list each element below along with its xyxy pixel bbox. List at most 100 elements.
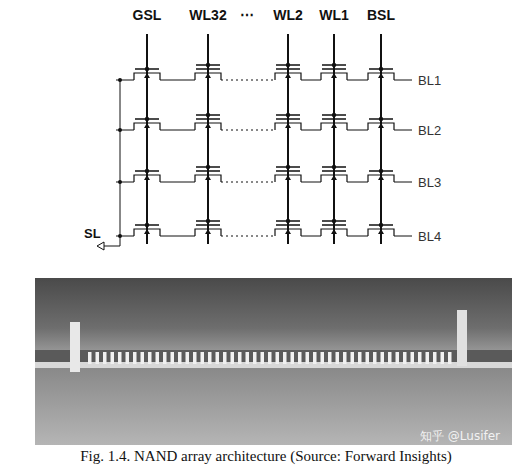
source-line: [104, 246, 120, 247]
wire: [394, 182, 412, 183]
wire: [120, 236, 134, 237]
sem-cell: [306, 352, 310, 364]
sem-cell: [403, 352, 407, 364]
gate-label: WL1: [319, 8, 349, 22]
sem-cell: [163, 352, 167, 364]
wire: [301, 182, 321, 183]
wire: [301, 80, 321, 81]
sem-cell: [246, 352, 250, 364]
wire: [394, 80, 412, 81]
sem-cell: [276, 352, 280, 364]
sem-cell: [396, 352, 400, 364]
wire: [347, 130, 368, 131]
wire: [120, 182, 134, 183]
source-line-label: SL: [84, 227, 101, 240]
wire: [160, 236, 195, 237]
wire: [347, 236, 368, 237]
bitline-label: BL3: [418, 176, 441, 189]
sem-cell: [328, 352, 332, 364]
sem-cell: [351, 352, 355, 364]
sem-cell: [96, 352, 100, 364]
nand-schematic: [97, 34, 412, 250]
sem-cell: [313, 352, 317, 364]
gate-line: [287, 34, 289, 244]
sem-cell: [148, 352, 152, 364]
sem-cell: [193, 352, 197, 364]
sem-cell: [433, 352, 437, 364]
sem-cell: [201, 352, 205, 364]
wire: [347, 80, 368, 81]
gate-label: GSL: [133, 8, 162, 22]
sem-cell: [186, 352, 190, 364]
ellipsis: ⋯: [240, 8, 254, 22]
wire: [160, 182, 195, 183]
junction-dot: [118, 78, 122, 82]
wire: [347, 182, 368, 183]
sem-cells: [88, 352, 452, 364]
wire: [301, 236, 321, 237]
sem-cell: [156, 352, 160, 364]
sem-cell: [321, 352, 325, 364]
bitline-label: BL1: [418, 74, 441, 87]
select-gate-pillar: [457, 310, 467, 366]
sem-cell: [253, 352, 257, 364]
sem-cell: [111, 352, 115, 364]
gate-line: [207, 34, 209, 244]
wire: [221, 236, 275, 237]
gate-line: [380, 34, 382, 244]
wire: [301, 130, 321, 131]
sem-cell: [291, 352, 295, 364]
sem-cell: [336, 352, 340, 364]
wire: [394, 130, 412, 131]
sem-cell: [283, 352, 287, 364]
wire: [160, 80, 195, 81]
watermark: 知乎 @Lusifer: [420, 430, 500, 442]
sem-cell: [366, 352, 370, 364]
sem-cell: [88, 352, 92, 364]
ground-symbol: [97, 242, 104, 250]
sem-image: [35, 278, 512, 445]
sem-cell: [231, 352, 235, 364]
gate-line: [333, 34, 335, 244]
sem-cell: [216, 352, 220, 364]
gate-line: [146, 34, 148, 244]
sem-cell: [426, 352, 430, 364]
junction-dot: [118, 234, 122, 238]
wire: [120, 130, 134, 131]
sem-cell: [103, 352, 107, 364]
sem-cell: [118, 352, 122, 364]
sem-cell: [133, 352, 137, 364]
sem-cell: [261, 352, 265, 364]
source-line: [120, 80, 121, 246]
sem-cell: [388, 352, 392, 364]
sem-cell: [358, 352, 362, 364]
sem-cell: [126, 352, 130, 364]
gate-label: WL32: [189, 8, 226, 22]
sem-cell: [441, 352, 445, 364]
gate-label: BSL: [367, 8, 395, 22]
select-gate-pillar: [70, 322, 80, 372]
sem-cell: [208, 352, 212, 364]
junction-dot: [118, 128, 122, 132]
wire: [120, 80, 134, 81]
junction-dot: [118, 180, 122, 184]
sem-cell: [411, 352, 415, 364]
sem-cell: [268, 352, 272, 364]
wire: [221, 80, 275, 81]
wire: [221, 130, 275, 131]
sem-cell: [178, 352, 182, 364]
sem-cell: [343, 352, 347, 364]
sem-cell: [223, 352, 227, 364]
sem-cell: [141, 352, 145, 364]
wire: [221, 182, 275, 183]
sem-layer: [35, 362, 512, 368]
sem-cell: [448, 352, 452, 364]
sem-cell: [418, 352, 422, 364]
bitline-label: BL2: [418, 124, 441, 137]
wire: [160, 130, 195, 131]
sem-cell: [171, 352, 175, 364]
gate-label: WL2: [273, 8, 303, 22]
sem-cell: [381, 352, 385, 364]
